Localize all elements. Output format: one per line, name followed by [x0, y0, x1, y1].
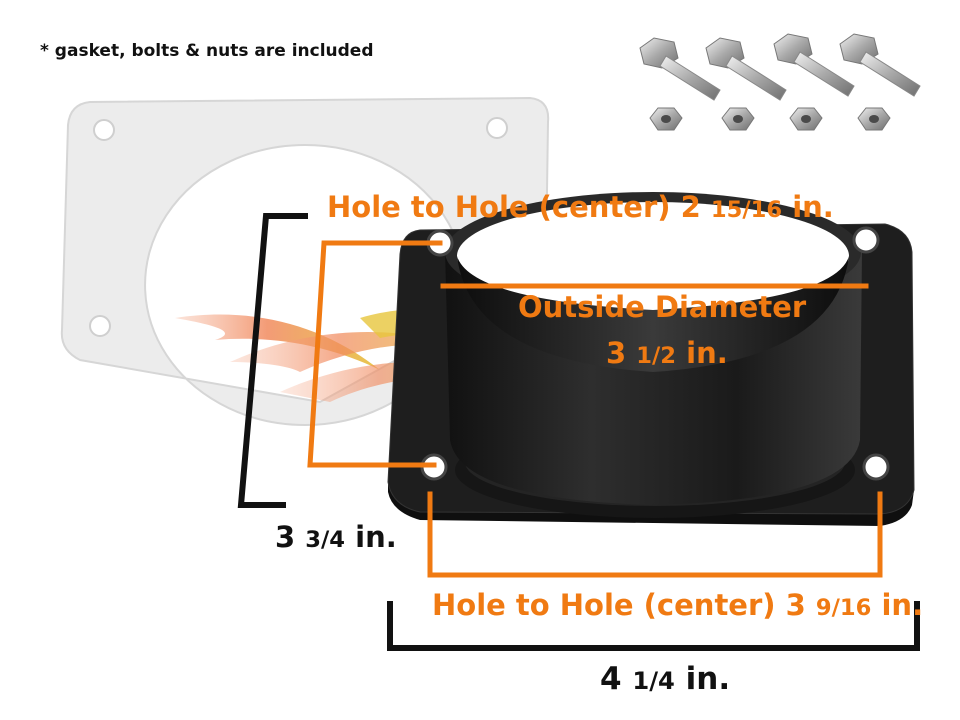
overall-height-fraction: 3/4 — [305, 527, 346, 553]
overall-width-fraction: 1/4 — [632, 667, 675, 695]
hole-to-hole-horizontal-bracket — [427, 491, 883, 578]
nut — [857, 107, 891, 131]
included-hardware-note: * gasket, bolts & nuts are included — [40, 41, 374, 61]
gasket-hole — [89, 315, 111, 337]
hole-to-hole-bottom-label: Hole to Hole (center) 3 9/16 in. — [432, 588, 923, 622]
overall-width-whole: 4 — [600, 661, 622, 697]
hole-to-hole-bottom-text: Hole to Hole (center) 3 — [432, 588, 806, 622]
outside-diameter-title: Outside Diameter — [518, 290, 807, 324]
outside-diameter-value: 3 1/2 in. — [606, 336, 728, 370]
bolt — [773, 33, 855, 97]
outside-diameter-unit: in. — [686, 336, 728, 370]
flange-hole — [852, 226, 880, 254]
outside-diameter-fraction: 1/2 — [636, 343, 677, 369]
bolt — [839, 33, 921, 97]
bolts — [639, 33, 921, 101]
overall-height-label: 3 3/4 in. — [275, 520, 397, 554]
overall-width-unit: in. — [685, 661, 731, 697]
hole-to-hole-top-label: Hole to Hole (center) 2 15/16 in. — [327, 190, 834, 224]
flange-hole — [862, 453, 890, 481]
hole-to-hole-vertical-bracket — [307, 240, 443, 468]
overall-height-bracket — [237, 213, 308, 508]
nut — [789, 107, 823, 131]
dimension-lines — [237, 213, 920, 651]
bolt — [639, 37, 721, 101]
hole-to-hole-bottom-fraction: 9/16 — [815, 595, 872, 621]
flange-adapter — [387, 192, 915, 526]
gasket-hole — [486, 117, 508, 139]
hole-to-hole-top-text: Hole to Hole (center) 2 — [327, 190, 701, 224]
hole-to-hole-top-unit: in. — [792, 190, 834, 224]
bolt — [705, 37, 787, 101]
overall-width-label: 4 1/4 in. — [600, 661, 730, 697]
overall-height-whole: 3 — [275, 520, 296, 554]
outside-diameter-whole: 3 — [606, 336, 627, 370]
gasket-hole — [93, 119, 115, 141]
outside-diameter-label: Outside Diameter — [518, 290, 806, 324]
overall-width-bracket — [387, 601, 920, 651]
nuts — [649, 107, 891, 131]
nut — [649, 107, 683, 131]
overall-height-unit: in. — [355, 520, 397, 554]
hole-to-hole-top-fraction: 15/16 — [710, 197, 783, 223]
hole-to-hole-bottom-unit: in. — [881, 588, 924, 622]
nut — [721, 107, 755, 131]
